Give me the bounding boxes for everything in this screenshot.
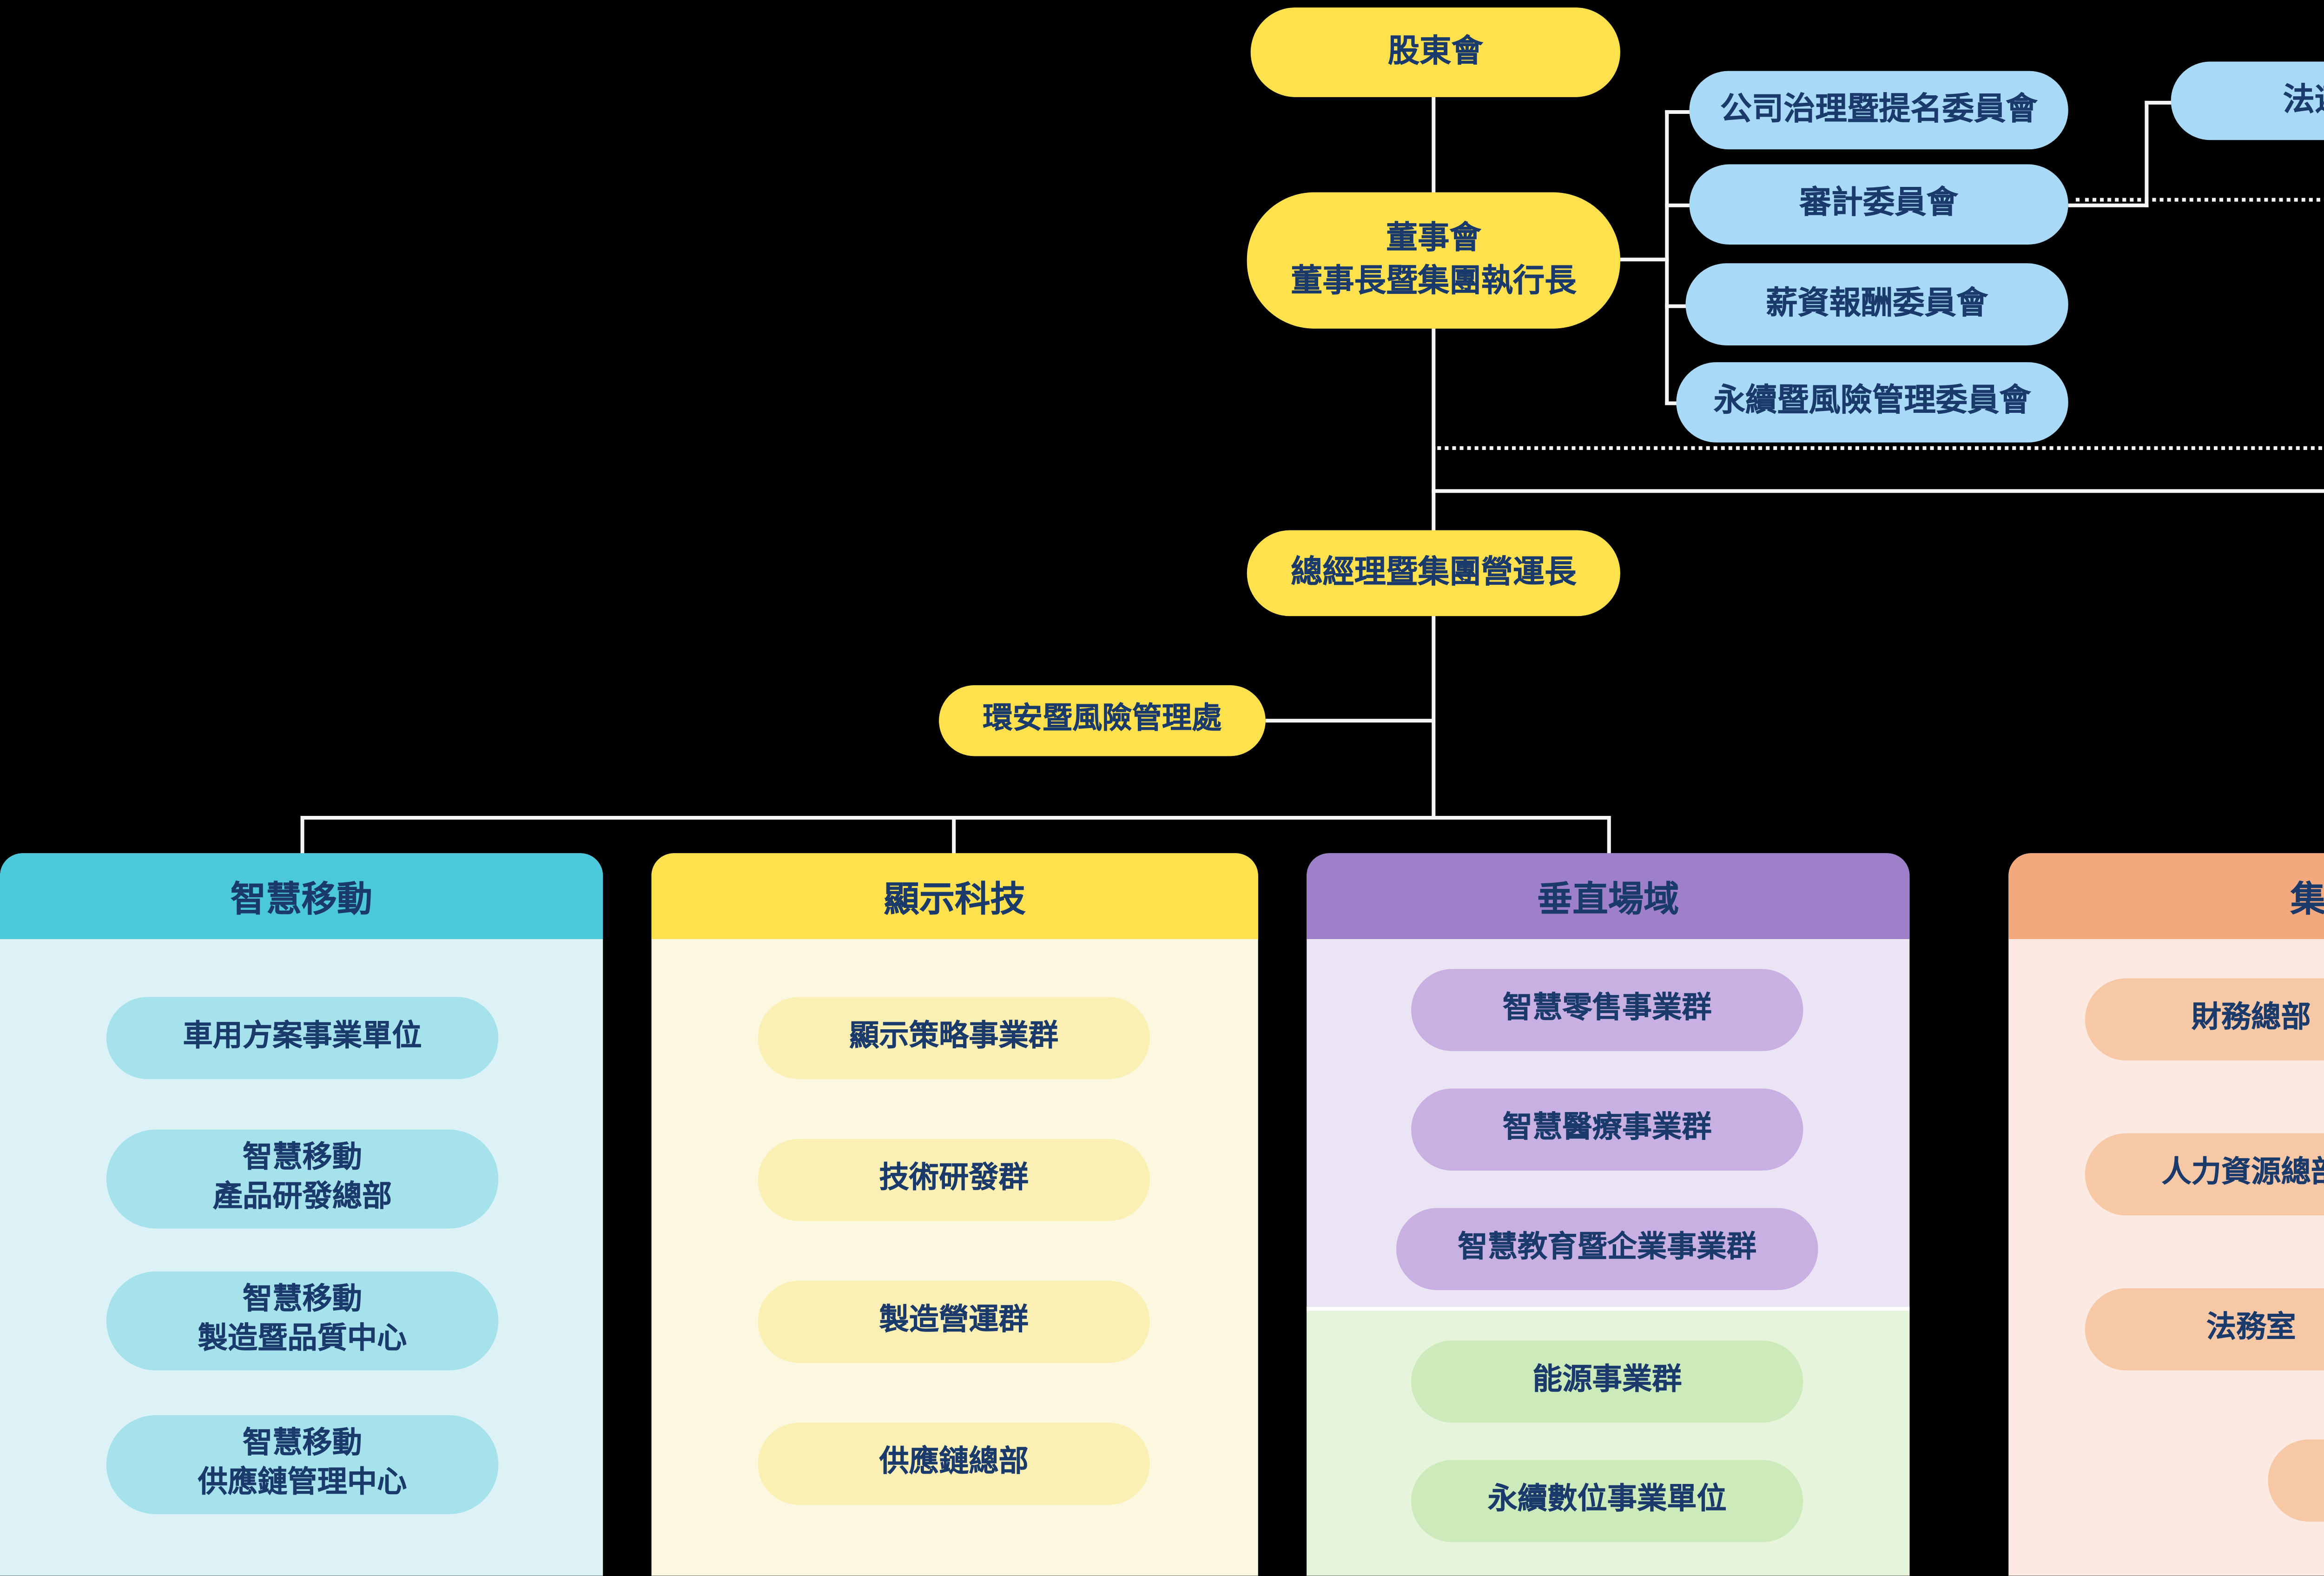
- node-president-coo: 總經理暨集團營運長: [1247, 530, 1620, 616]
- node-board-line2: 董事長暨集團執行長: [1291, 262, 1577, 298]
- pill-label: 能源事業群: [1532, 1364, 1682, 1396]
- node-sm-product-rd: 智慧移動 產品研發總部: [106, 1129, 499, 1229]
- pill-label: 人力資源總部: [2161, 1157, 2324, 1189]
- node-ehs-risk-office: 環安暨風險管理處: [939, 685, 1266, 756]
- pill-label: 智慧移動: [243, 1428, 363, 1460]
- connector-audit-compliance-top: [2145, 100, 2175, 105]
- committee-label: 永續暨風險管理委員會: [1713, 384, 2031, 419]
- pill-label: 法務室: [2206, 1311, 2296, 1344]
- panel-smart-mobility-header: 智慧移動: [0, 853, 603, 940]
- node-mfg-ops-group: 製造營運群: [758, 1280, 1150, 1363]
- node-sm-mfg-quality: 智慧移動 製造暨品質中心: [106, 1271, 499, 1371]
- president-label: 總經理暨集團營運長: [1291, 554, 1577, 590]
- node-smart-retail-bg: 智慧零售事業群: [1411, 969, 1803, 1052]
- node-committee-audit: 審計委員會: [1689, 164, 2068, 245]
- pill-label: 供應鏈管理中心: [198, 1466, 407, 1498]
- connector-ehs: [1265, 719, 1434, 723]
- node-board-line1: 董事會: [1386, 221, 1481, 257]
- pill-label: 技術研發群: [879, 1162, 1029, 1194]
- node-tech-rd-group: 技術研發群: [758, 1139, 1150, 1221]
- node-sm-supply-chain: 智慧移動 供應鏈管理中心: [106, 1415, 499, 1514]
- connector-drop-vertical-domains: [1607, 815, 1611, 854]
- node-committee-compensation: 薪資報酬委員會: [1685, 263, 2068, 345]
- panel-vertical-domains-header: 垂直場域: [1307, 853, 1910, 940]
- connector-stub-committee-2: [1665, 304, 1691, 308]
- pill-label: 車用方案事業單位: [183, 1020, 422, 1053]
- pill-label: 財務總部: [2191, 1001, 2311, 1034]
- connector-stub-committee-1: [1665, 203, 1691, 207]
- committee-label: 公司治理暨提名委員會: [1720, 91, 2038, 127]
- node-board: 董事會 董事長暨集團執行長: [1247, 192, 1620, 329]
- node-supply-chain-hq: 供應鏈總部: [758, 1423, 1150, 1505]
- connector-shareholders-board: [1432, 97, 1436, 198]
- connector-drop-display-tech: [952, 815, 956, 854]
- pill-label: 智慧醫療事業群: [1502, 1112, 1712, 1144]
- pill-label: 製造暨品質中心: [198, 1323, 407, 1355]
- node-smart-education-enterprise-bg: 智慧教育暨企業事業群: [1396, 1208, 1818, 1291]
- pill-label: 永續數位事業單位: [1487, 1483, 1727, 1516]
- node-finance-hq: 財務總部: [2085, 978, 2324, 1061]
- committee-label: 薪資報酬委員會: [1766, 285, 1988, 321]
- dotted-audit-to-edge: [2075, 198, 2324, 202]
- connector-stub-committee-0: [1665, 110, 1691, 114]
- node-legal-office: 法務室: [2085, 1288, 2324, 1371]
- node-hr-hq: 人力資源總部: [2085, 1133, 2324, 1216]
- node-committee-sustainability-risk: 永續暨風險管理委員會: [1676, 362, 2068, 443]
- pill-label: 智慧移動: [243, 1142, 363, 1174]
- panel-display-tech-header: 顯示科技: [651, 853, 1258, 940]
- pill-label: 產品研發總部: [212, 1181, 392, 1213]
- node-compliance-counsel: 法遵總顧問: [2171, 61, 2324, 140]
- node-sustainable-digital-bu: 永續數位事業單位: [1411, 1460, 1803, 1543]
- connector-support-branch-h: [1432, 489, 2324, 493]
- ehs-label: 環安暨風險管理處: [983, 703, 1222, 735]
- connector-audit-compliance-h: [2068, 203, 2149, 207]
- dotted-compliance-to-trunk: [1432, 446, 2324, 450]
- pill-label: 智慧移動: [243, 1284, 363, 1316]
- node-smart-medical-bg: 智慧醫療事業群: [1411, 1088, 1803, 1171]
- node-display-strategy-bg: 顯示策略事業群: [758, 997, 1150, 1079]
- committee-label: 審計委員會: [1799, 185, 1958, 221]
- pill-label: 智慧教育暨企業事業群: [1458, 1231, 1757, 1264]
- pill-label: 顯示策略事業群: [849, 1020, 1059, 1053]
- node-shareholders-label: 股東會: [1387, 33, 1483, 69]
- connector-board-bracket: [1620, 258, 1669, 262]
- pill-label: 製造營運群: [879, 1304, 1029, 1336]
- compliance-counsel-label: 法遵總顧問: [2283, 82, 2324, 118]
- connector-drop-smart-mobility: [300, 815, 304, 854]
- connector-audit-compliance-v: [2145, 100, 2149, 207]
- pill-label: 供應鏈總部: [879, 1446, 1029, 1478]
- node-committee-governance-nomination: 公司治理暨提名委員會: [1689, 71, 2068, 150]
- panel-group-support-header: 集團營運支援單位: [2008, 853, 2324, 940]
- node-shareholders: 股東會: [1250, 7, 1620, 97]
- pill-label: 智慧零售事業群: [1502, 992, 1712, 1025]
- connector-bracket-vertical: [1665, 110, 1669, 405]
- node-automotive-solutions: 車用方案事業單位: [106, 997, 499, 1079]
- node-energy-bg: 能源事業群: [1411, 1340, 1803, 1423]
